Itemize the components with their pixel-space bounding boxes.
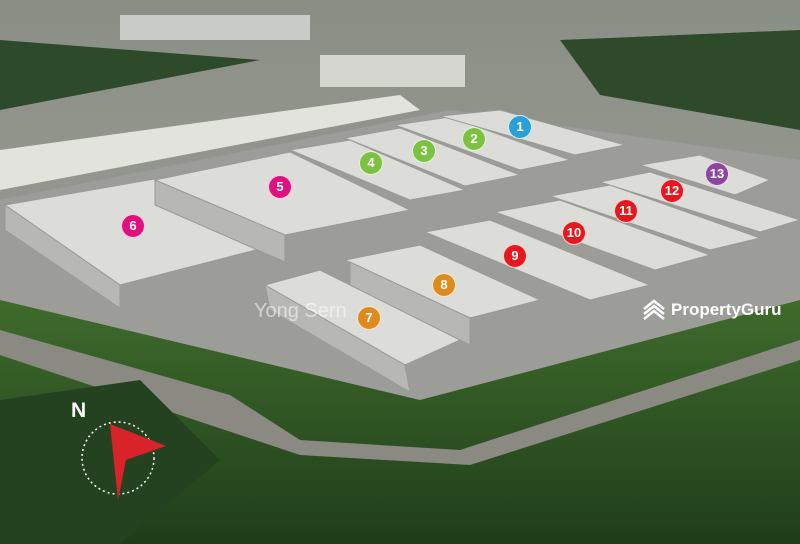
background-building [320,55,465,87]
unit-marker-4[interactable]: 4 [359,151,383,175]
unit-marker-13[interactable]: 13 [705,162,729,186]
propertyguru-watermark: PropertyGuru [641,298,782,322]
developer-watermark: Yong Sern [254,300,347,322]
forest-area [560,30,800,130]
unit-marker-5[interactable]: 5 [268,175,292,199]
compass-arrow-icon [81,421,166,500]
compass-north-label: N [71,399,87,422]
green-buffer [0,300,800,544]
forest-area [0,40,260,110]
unit-marker-7[interactable]: 7 [357,306,381,330]
tree-cluster [0,380,220,544]
unit-marker-6[interactable]: 6 [121,214,145,238]
unit-marker-3[interactable]: 3 [412,139,436,163]
unit-marker-10[interactable]: 10 [562,221,586,245]
propertyguru-text: PropertyGuru [671,300,782,319]
unit-marker-8[interactable]: 8 [432,273,456,297]
unit-marker-2[interactable]: 2 [462,127,486,151]
background-building [120,15,310,40]
perimeter-road [0,330,800,465]
propertyguru-logo-icon [643,299,665,320]
unit-marker-1[interactable]: 1 [508,115,532,139]
unit-marker-12[interactable]: 12 [660,179,684,203]
unit-marker-9[interactable]: 9 [503,244,527,268]
residential-houses [0,95,420,190]
unit-marker-11[interactable]: 11 [614,199,638,223]
